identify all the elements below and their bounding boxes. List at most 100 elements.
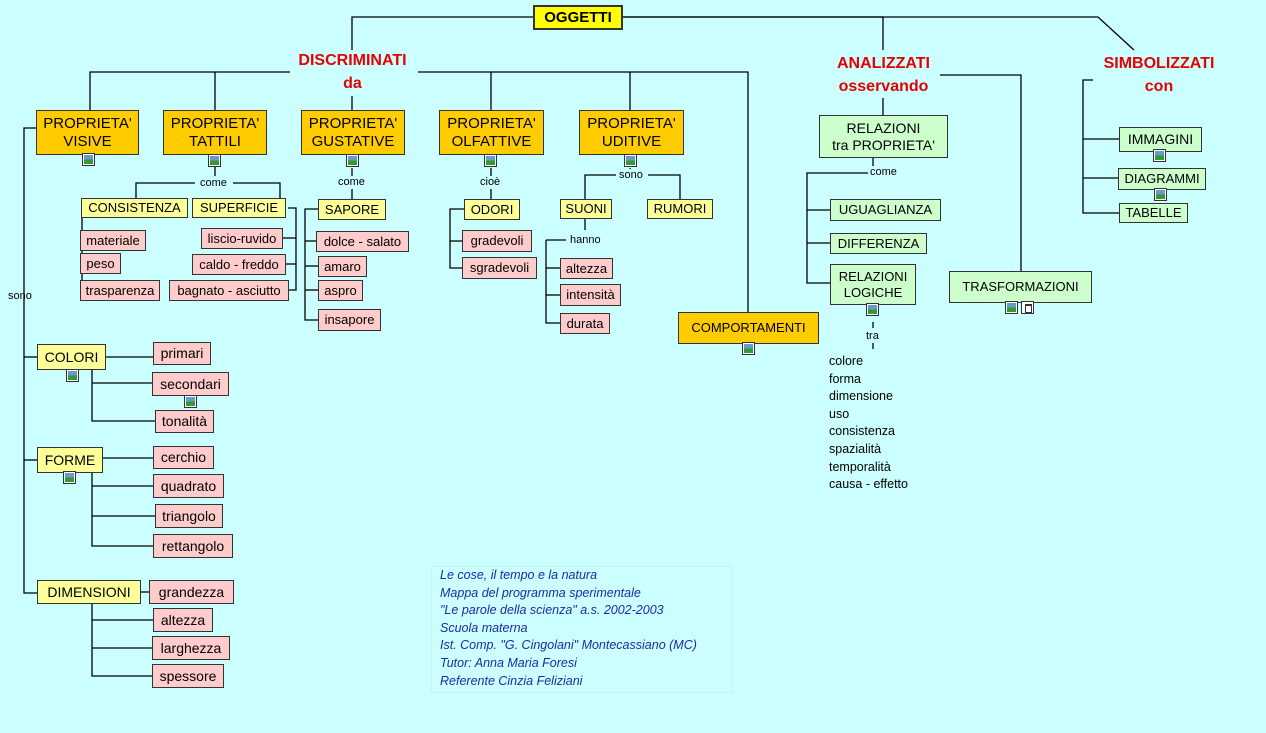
node-tabelle[interactable]: TABELLE xyxy=(1119,203,1188,223)
node-relazioni-logiche[interactable]: RELAZIONI LOGICHE xyxy=(830,264,916,305)
image-icon[interactable] xyxy=(346,154,359,167)
image-icon[interactable] xyxy=(1153,149,1166,162)
image-icon[interactable] xyxy=(66,369,79,382)
leaf-durata[interactable]: durata xyxy=(560,313,610,334)
leaf-cerchio[interactable]: cerchio xyxy=(153,446,214,469)
root-node-oggetti[interactable]: OGGETTI xyxy=(533,5,623,30)
image-icon[interactable] xyxy=(1154,188,1167,201)
node-diagrammi[interactable]: DIAGRAMMI xyxy=(1118,168,1206,190)
node-proprieta-gustative-line2: GUSTATIVE xyxy=(311,132,395,150)
leaf-insapore[interactable]: insapore xyxy=(318,309,381,331)
node-rumori[interactable]: RUMORI xyxy=(647,199,713,219)
credits-line: Scuola materna xyxy=(440,620,528,635)
image-icon[interactable] xyxy=(866,303,879,316)
node-proprieta-olfattive[interactable]: PROPRIETA' OLFATTIVE xyxy=(439,110,544,155)
header-discriminati-line2: da xyxy=(343,75,362,92)
tra-item: spazialità xyxy=(829,441,882,456)
tra-list: colore forma dimensione uso consistenza … xyxy=(829,353,929,494)
credits-line: Le cose, il tempo e la natura xyxy=(440,568,598,582)
tra-item: colore xyxy=(829,354,864,368)
leaf-larghezza[interactable]: larghezza xyxy=(152,636,230,660)
node-proprieta-visive[interactable]: PROPRIETA' VISIVE xyxy=(36,110,139,155)
label-sono-uditive: sono xyxy=(619,169,643,181)
node-proprieta-uditive-line1: PROPRIETA' xyxy=(587,114,676,132)
node-trasformazioni[interactable]: TRASFORMAZIONI xyxy=(949,271,1092,303)
leaf-sgradevoli[interactable]: sgradevoli xyxy=(462,257,537,279)
credits-line: Ist. Comp. "G. Cingolani" Montecassiano … xyxy=(440,638,697,653)
node-proprieta-olfattive-line2: OLFATTIVE xyxy=(451,132,532,150)
leaf-gradevoli[interactable]: gradevoli xyxy=(462,230,532,252)
header-analizzati-line2: osservando xyxy=(838,78,929,95)
credits-line: Tutor: Anna Maria Foresi xyxy=(440,655,577,670)
node-proprieta-visive-line1: PROPRIETA' xyxy=(43,114,132,132)
node-sapore[interactable]: SAPORE xyxy=(318,199,386,220)
leaf-trasparenza[interactable]: trasparenza xyxy=(80,280,160,301)
leaf-bagnato-asciutto[interactable]: bagnato - asciutto xyxy=(169,280,289,301)
credits-line: "Le parole della scienza" a.s. 2002-2003 xyxy=(440,603,664,618)
node-uguaglianza[interactable]: UGUAGLIANZA xyxy=(830,199,941,221)
leaf-altezza-suoni[interactable]: altezza xyxy=(560,258,613,279)
leaf-materiale[interactable]: materiale xyxy=(80,230,146,251)
leaf-rettangolo[interactable]: rettangolo xyxy=(153,534,233,558)
node-proprieta-uditive-line2: UDITIVE xyxy=(601,132,662,150)
leaf-altezza-dimensioni[interactable]: altezza xyxy=(153,608,213,632)
image-icon[interactable] xyxy=(63,471,76,484)
node-relazioni-line1: RELAZIONI xyxy=(846,119,921,136)
leaf-aspro[interactable]: aspro xyxy=(318,280,363,301)
node-comportamenti[interactable]: COMPORTAMENTI xyxy=(678,312,819,344)
node-relazioni-logiche-line2: LOGICHE xyxy=(843,284,903,300)
node-proprieta-visive-line2: VISIVE xyxy=(63,132,112,150)
image-icon[interactable] xyxy=(82,153,95,166)
node-consistenza[interactable]: CONSISTENZA xyxy=(81,198,188,218)
label-hanno: hanno xyxy=(570,234,601,246)
image-icon[interactable] xyxy=(1005,301,1018,314)
tra-item: dimensione xyxy=(829,389,893,404)
image-icon[interactable] xyxy=(208,154,221,167)
label-come-relazioni: come xyxy=(870,166,897,178)
node-superficie[interactable]: SUPERFICIE xyxy=(192,198,286,218)
leaf-spessore[interactable]: spessore xyxy=(152,664,224,688)
header-simbolizzati-line2: con xyxy=(1144,78,1174,95)
node-relazioni-tra-proprieta[interactable]: RELAZIONI tra PROPRIETA' xyxy=(819,115,948,158)
node-dimensioni[interactable]: DIMENSIONI xyxy=(37,580,141,604)
header-analizzati-line1: ANALIZZATI xyxy=(836,55,930,72)
tra-item: forma xyxy=(829,371,861,386)
node-odori[interactable]: ODORI xyxy=(464,199,520,220)
node-relazioni-line2: tra PROPRIETA' xyxy=(832,136,935,153)
node-differenza[interactable]: DIFFERENZA xyxy=(830,233,927,254)
node-colori[interactable]: COLORI xyxy=(37,344,106,370)
leaf-tonalita[interactable]: tonalità xyxy=(155,410,214,433)
node-suoni[interactable]: SUONI xyxy=(560,199,612,219)
tra-item: causa - effetto xyxy=(829,477,908,492)
node-proprieta-olfattive-line1: PROPRIETA' xyxy=(447,114,536,132)
leaf-quadrato[interactable]: quadrato xyxy=(153,474,224,498)
leaf-triangolo[interactable]: triangolo xyxy=(155,504,223,528)
credits-block: Le cose, il tempo e la natura Mappa del … xyxy=(432,567,732,692)
image-icon[interactable] xyxy=(624,154,637,167)
credits-line: Referente Cinzia Feliziani xyxy=(440,673,583,688)
leaf-liscio-ruvido[interactable]: liscio-ruvido xyxy=(201,228,283,249)
label-cioe: cioè xyxy=(480,176,501,188)
leaf-intensita[interactable]: intensità xyxy=(560,284,621,306)
leaf-peso[interactable]: peso xyxy=(80,253,121,274)
node-proprieta-uditive[interactable]: PROPRIETA' UDITIVE xyxy=(579,110,684,155)
hierarchy-icon[interactable] xyxy=(1021,301,1034,314)
image-icon[interactable] xyxy=(742,342,755,355)
node-proprieta-tattili[interactable]: PROPRIETA' TATTILI xyxy=(163,110,267,155)
leaf-dolce-salato[interactable]: dolce - salato xyxy=(316,231,409,252)
label-sono-visive: sono xyxy=(8,290,32,302)
leaf-caldo-freddo[interactable]: caldo - freddo xyxy=(192,254,286,275)
image-icon[interactable] xyxy=(184,395,197,408)
header-simbolizzati: SIMBOLIZZATI con xyxy=(1093,52,1225,98)
node-proprieta-gustative[interactable]: PROPRIETA' GUSTATIVE xyxy=(301,110,405,155)
leaf-grandezza[interactable]: grandezza xyxy=(149,580,234,604)
node-proprieta-tattili-line1: PROPRIETA' xyxy=(170,114,260,132)
label-come-gustative: come xyxy=(338,176,365,188)
leaf-amaro[interactable]: amaro xyxy=(318,256,367,277)
leaf-secondari[interactable]: secondari xyxy=(152,372,229,396)
leaf-primari[interactable]: primari xyxy=(153,342,211,365)
credits-line: Mappa del programma sperimentale xyxy=(440,585,641,600)
tra-item: uso xyxy=(829,406,850,421)
image-icon[interactable] xyxy=(484,154,497,167)
node-forme[interactable]: FORME xyxy=(37,447,103,473)
